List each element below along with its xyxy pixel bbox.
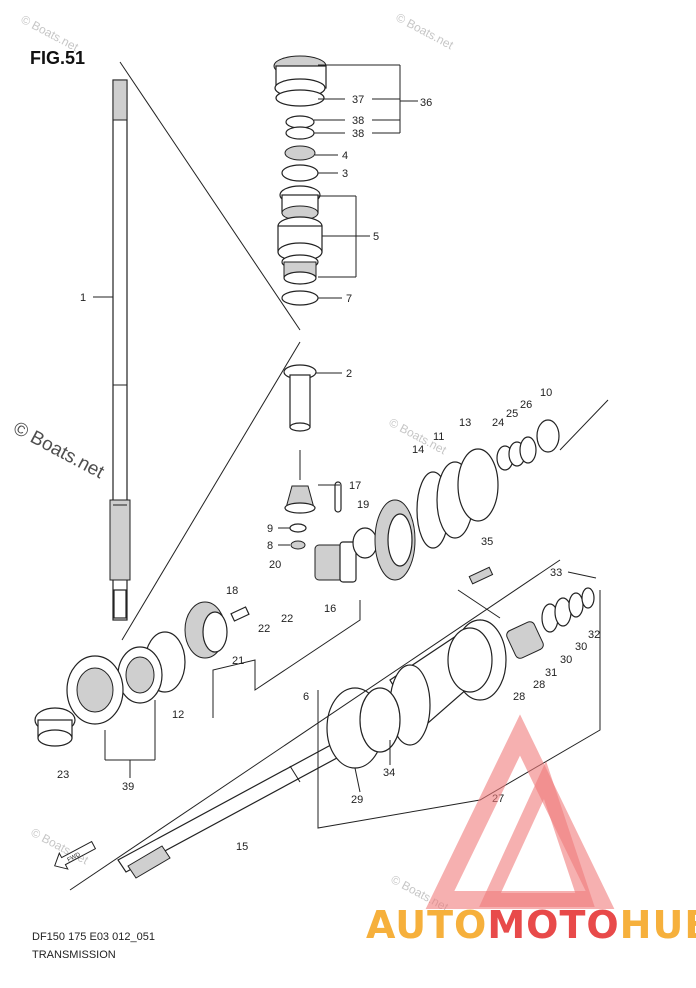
callout-3: 3: [342, 168, 348, 180]
pin-17: [334, 481, 342, 513]
guide-diag-right: [559, 399, 609, 451]
pinion-gear: [284, 485, 316, 550]
callout-13: 13: [459, 417, 471, 429]
logo-moto: MOTO: [487, 903, 619, 947]
fwd-arrow-icon: FWD: [54, 840, 97, 870]
figure-title: FIG.51: [30, 48, 85, 68]
logo-auto: AUTO: [366, 903, 487, 947]
callout-22a: 22: [258, 623, 270, 635]
callout-12: 12: [172, 709, 184, 721]
tapered-bearing-set: [277, 185, 323, 306]
thrust-bearings: [416, 448, 499, 549]
seal-rings: [496, 419, 560, 471]
group-box-gear: [212, 600, 361, 718]
callout-34: 34: [383, 767, 395, 779]
reverse-gear: [184, 601, 250, 659]
callout-5: 5: [373, 231, 379, 243]
watermark-large: © Boats.net: [10, 418, 108, 484]
callout-4: 4: [342, 150, 348, 162]
drive-shaft: [109, 79, 131, 621]
watermark-top-right: © Boats.net: [394, 10, 457, 52]
callout-38a: 38: [352, 115, 364, 127]
callout-22b: 22: [281, 613, 293, 625]
callout-14: 14: [412, 444, 424, 456]
automotohub-logo: AUTOMOTOHUB: [366, 714, 696, 947]
guide-line-upper: [119, 61, 301, 331]
callout-30a: 30: [560, 654, 572, 666]
group-box-housing-top: [457, 589, 501, 619]
bearing-4-3: [281, 145, 319, 182]
guide-line-lower: [121, 341, 301, 641]
callout-28b: 28: [533, 679, 545, 691]
callout-18: 18: [226, 585, 238, 597]
clutch-dog: [314, 527, 378, 583]
model-code: DF150 175 E03 012_051: [32, 931, 155, 943]
callout-9: 9: [267, 523, 273, 535]
callout-35: 35: [481, 536, 493, 548]
callout-29: 29: [351, 794, 363, 806]
callout-38b: 38: [352, 128, 364, 140]
callout-33: 33: [550, 567, 562, 579]
callout-1: 1: [80, 292, 86, 304]
callout-15: 15: [236, 841, 248, 853]
bolt-35: [468, 566, 494, 585]
callout-20: 20: [269, 559, 281, 571]
forward-gear: [374, 499, 416, 581]
figure-caption: TRANSMISSION: [32, 949, 116, 961]
callout-30b: 30: [575, 641, 587, 653]
callout-26: 26: [520, 399, 532, 411]
bearing-39: [66, 631, 186, 725]
callout-numbers: 1 2 3 4 5 6 7 8 9 10 11 12 13 14 15 16 1…: [57, 94, 600, 853]
callout-6: 6: [303, 691, 309, 703]
prop-shaft-housing: [389, 619, 507, 746]
callout-37: 37: [352, 94, 364, 106]
sleeve: [283, 364, 317, 432]
callout-21: 21: [232, 655, 244, 667]
callout-36: 36: [420, 97, 432, 109]
logo-text: AUTOMOTOHUB: [366, 903, 696, 947]
callout-28a: 28: [513, 691, 525, 703]
oring-bearing-34: [326, 687, 401, 769]
leader-lines: [93, 64, 597, 793]
callout-23: 23: [57, 769, 69, 781]
callout-39: 39: [122, 781, 134, 793]
guide-diag-lower: [69, 559, 561, 891]
callout-31: 31: [545, 667, 557, 679]
top-bearing-stack: [273, 55, 327, 140]
callout-17: 17: [349, 480, 361, 492]
callout-11: 11: [433, 431, 444, 443]
propeller-shaft: [117, 739, 349, 879]
callout-16: 16: [324, 603, 336, 615]
callout-19: 19: [357, 499, 369, 511]
callout-25: 25: [506, 408, 518, 420]
callout-2: 2: [346, 368, 352, 380]
housing-seals: [506, 587, 595, 659]
logo-hub: HUB: [620, 903, 696, 947]
callout-10: 10: [540, 387, 552, 399]
callout-8: 8: [267, 540, 273, 552]
callout-24: 24: [492, 417, 504, 429]
callout-7: 7: [346, 293, 352, 305]
bushing: [34, 707, 76, 747]
callout-32: 32: [588, 629, 600, 641]
